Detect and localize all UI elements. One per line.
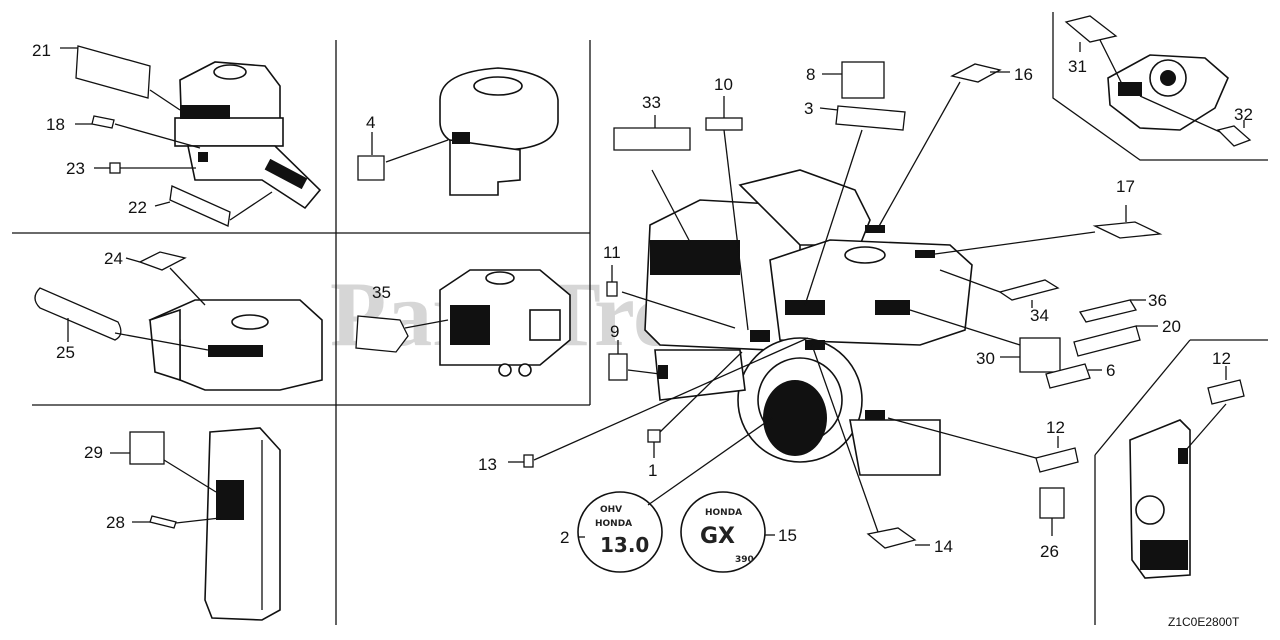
label-30 bbox=[909, 309, 1061, 373]
callout-12-main: 12 bbox=[1046, 418, 1065, 437]
callout-6: 6 bbox=[1106, 361, 1115, 380]
emblem-right-line1: HONDA bbox=[705, 508, 742, 518]
callout-30: 30 bbox=[976, 349, 995, 368]
label-21 bbox=[60, 45, 181, 111]
label-9 bbox=[608, 340, 661, 381]
callout-8: 8 bbox=[806, 65, 815, 84]
label-14 bbox=[811, 344, 930, 549]
label-35 bbox=[355, 315, 449, 353]
callout-17: 17 bbox=[1116, 177, 1135, 196]
callout-36: 36 bbox=[1148, 291, 1167, 310]
callout-3: 3 bbox=[804, 99, 813, 118]
air-cleaner-low bbox=[148, 299, 323, 391]
callout-28: 28 bbox=[106, 513, 125, 532]
engine-assembly bbox=[644, 169, 973, 476]
callout-15: 15 bbox=[778, 526, 797, 545]
callout-11: 11 bbox=[603, 243, 621, 262]
label-16 bbox=[877, 63, 1010, 229]
label-13 bbox=[508, 337, 809, 468]
label-33 bbox=[613, 115, 691, 243]
emblem-left-line2: HONDA bbox=[595, 519, 632, 529]
label-20 bbox=[1073, 325, 1158, 357]
callout-18: 18 bbox=[46, 115, 65, 134]
recoil-starter-inset bbox=[1107, 54, 1229, 131]
callout-22: 22 bbox=[128, 198, 147, 217]
callout-34: 34 bbox=[1030, 306, 1049, 325]
label-31 bbox=[1064, 15, 1123, 85]
emblem-2: OHV HONDA 13.0 bbox=[577, 417, 773, 573]
air-cleaner-oilbath bbox=[174, 61, 322, 210]
label-3 bbox=[804, 105, 906, 306]
label-8 bbox=[822, 61, 885, 99]
label-25 bbox=[34, 287, 209, 351]
guard-inset bbox=[1129, 419, 1191, 579]
air-cleaner-round bbox=[439, 67, 559, 196]
callout-9: 9 bbox=[610, 322, 619, 341]
callout-33: 33 bbox=[642, 93, 661, 112]
air-cleaner-square bbox=[439, 269, 571, 377]
label-32 bbox=[1139, 95, 1252, 147]
emblem-right-sub: 390 bbox=[735, 555, 754, 565]
callout-25: 25 bbox=[56, 343, 75, 362]
callout-13: 13 bbox=[478, 455, 497, 474]
label-11 bbox=[606, 265, 736, 329]
label-10 bbox=[705, 96, 749, 331]
emblem-left-model: 13.0 bbox=[600, 533, 649, 557]
callout-29: 29 bbox=[84, 443, 103, 462]
callout-26: 26 bbox=[1040, 542, 1059, 561]
emblem-right-model: GX bbox=[700, 524, 735, 549]
label-18 bbox=[75, 115, 201, 149]
emblem-left-line1: OHV bbox=[600, 505, 622, 515]
diagram-code: Z1C0E2800T bbox=[1168, 615, 1240, 629]
callout-14: 14 bbox=[934, 537, 953, 556]
label-34 bbox=[939, 269, 1060, 308]
label-12-inset bbox=[1185, 366, 1245, 451]
panel-dividers bbox=[12, 12, 1268, 625]
label-29 bbox=[110, 431, 217, 493]
callout-24: 24 bbox=[104, 249, 123, 268]
callout-2: 2 bbox=[560, 528, 569, 547]
emblem-15: HONDA GX 390 bbox=[680, 491, 775, 573]
callout-10: 10 bbox=[714, 75, 733, 94]
callout-31: 31 bbox=[1068, 57, 1087, 76]
callout-21: 21 bbox=[32, 41, 51, 60]
label-17 bbox=[934, 205, 1163, 255]
label-23 bbox=[94, 162, 196, 174]
label-36 bbox=[1078, 299, 1146, 323]
label-12-main bbox=[887, 417, 1079, 473]
label-26 bbox=[1039, 487, 1065, 536]
label-24 bbox=[125, 251, 206, 306]
callout-16: 16 bbox=[1014, 65, 1033, 84]
callout-35: 35 bbox=[372, 283, 391, 302]
callout-4: 4 bbox=[366, 113, 375, 132]
label-6 bbox=[1045, 363, 1102, 389]
callout-20: 20 bbox=[1162, 317, 1181, 336]
label-1 bbox=[647, 351, 743, 458]
callout-23: 23 bbox=[66, 159, 85, 178]
label-22 bbox=[154, 185, 273, 227]
callout-1: 1 bbox=[648, 461, 657, 480]
label-28 bbox=[132, 515, 221, 529]
air-cleaner-tall bbox=[204, 427, 281, 621]
label-4 bbox=[357, 132, 449, 181]
callout-12-inset: 12 bbox=[1212, 349, 1231, 368]
callout-32: 32 bbox=[1234, 105, 1253, 124]
